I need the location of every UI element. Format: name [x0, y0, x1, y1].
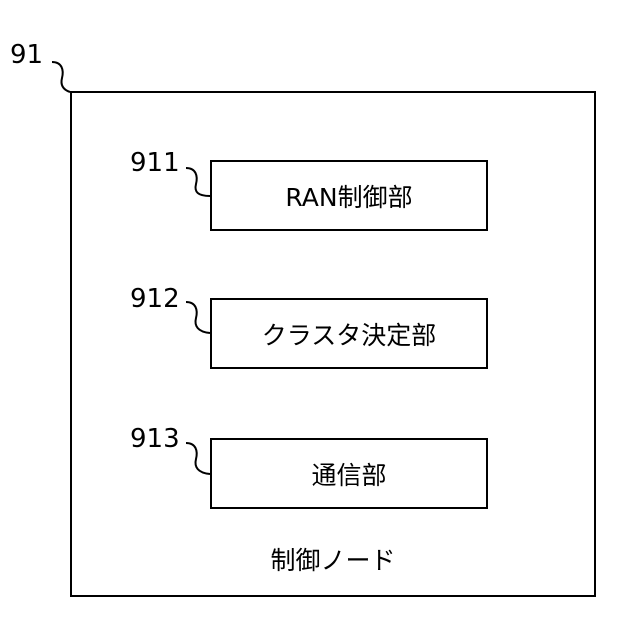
control-node-label: 制御ノード [263, 540, 403, 580]
unit-ref-911: 911 [130, 150, 180, 176]
cluster-decision-unit-box: クラスタ決定部 [210, 298, 488, 369]
communication-unit-box: 通信部 [210, 438, 488, 509]
unit-ref-912: 912 [130, 286, 180, 312]
ran-control-unit-label: RAN制御部 [285, 178, 412, 214]
cluster-decision-unit-label: クラスタ決定部 [262, 316, 437, 352]
communication-unit-label: 通信部 [311, 456, 386, 492]
leader-line-91 [52, 62, 70, 92]
control-node-ref: 91 [10, 42, 43, 68]
unit-ref-913: 913 [130, 426, 180, 452]
ran-control-unit-box: RAN制御部 [210, 160, 488, 231]
